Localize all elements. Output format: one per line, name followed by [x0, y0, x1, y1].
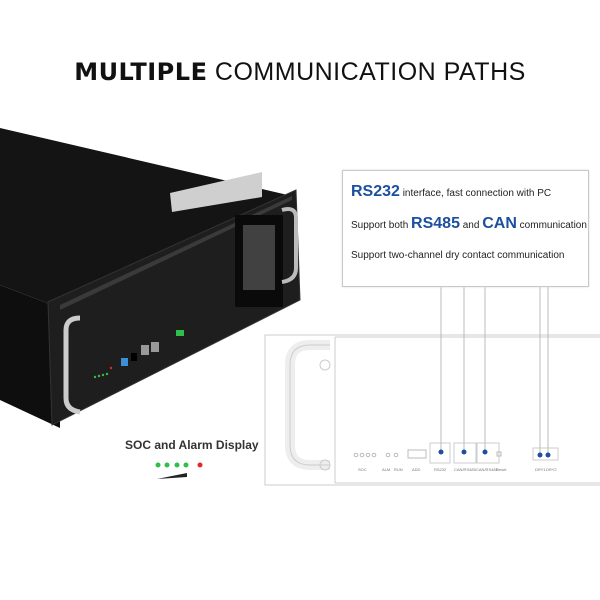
panel-label: SOC: [358, 467, 367, 472]
led-green: [155, 462, 161, 468]
text: interface, fast connection with PC: [402, 188, 552, 199]
soc-leds: [155, 462, 203, 479]
rj45-port: [141, 345, 149, 355]
panel-label: CAN/RS485: [476, 467, 498, 472]
panel-label: ADD: [412, 467, 421, 472]
led-red: [197, 462, 203, 468]
panel-label: CAN/RS485: [454, 467, 476, 472]
page-title: MULTIPLE COMMUNICATION PATHS: [0, 58, 600, 87]
rj45-port: [151, 342, 159, 352]
spec-label: [170, 172, 262, 212]
panel-label: ALM: [382, 467, 391, 472]
led-green: [164, 462, 170, 468]
panel-label: DRY1: [535, 467, 546, 472]
callout-box: RS232 interface, fast connection with PC…: [342, 170, 589, 287]
battery-unit: [0, 128, 301, 428]
soc-label: SOC and Alarm Display: [125, 438, 259, 452]
callout-line-rs485-can: Support both RS485 and CAN communication: [351, 215, 587, 233]
led-green: [183, 462, 189, 468]
handle-right: [281, 207, 298, 284]
panel-label: RUN: [394, 467, 403, 472]
dip-switch: [121, 358, 128, 366]
port-markers: [438, 449, 551, 458]
panel-label: Reset: [496, 467, 507, 472]
panel-diagram: [264, 334, 600, 486]
highlight: RS485: [411, 215, 460, 232]
text: and: [462, 220, 480, 231]
led-green: [174, 462, 180, 468]
diagram-leds: [353, 449, 502, 459]
handle-left: [63, 315, 81, 415]
panel-label: RS232: [434, 467, 447, 472]
callout-line-dry-contact: Support two-channel dry contact communic…: [351, 250, 565, 261]
text: communication: [519, 220, 587, 231]
callout-line-rs232: RS232 interface, fast connection with PC: [351, 183, 551, 201]
dry-contact-terminal: [176, 330, 184, 336]
highlight: CAN: [482, 215, 517, 232]
callout-leader-lines: [440, 286, 549, 455]
soc-wedge-icon: [157, 473, 187, 479]
highlight: RS232: [351, 183, 400, 200]
panel-label: DRY2: [546, 467, 557, 472]
title-bold: MULTIPLE: [74, 58, 208, 86]
title-light: COMMUNICATION PATHS: [214, 58, 526, 86]
text: Support both: [351, 220, 409, 231]
